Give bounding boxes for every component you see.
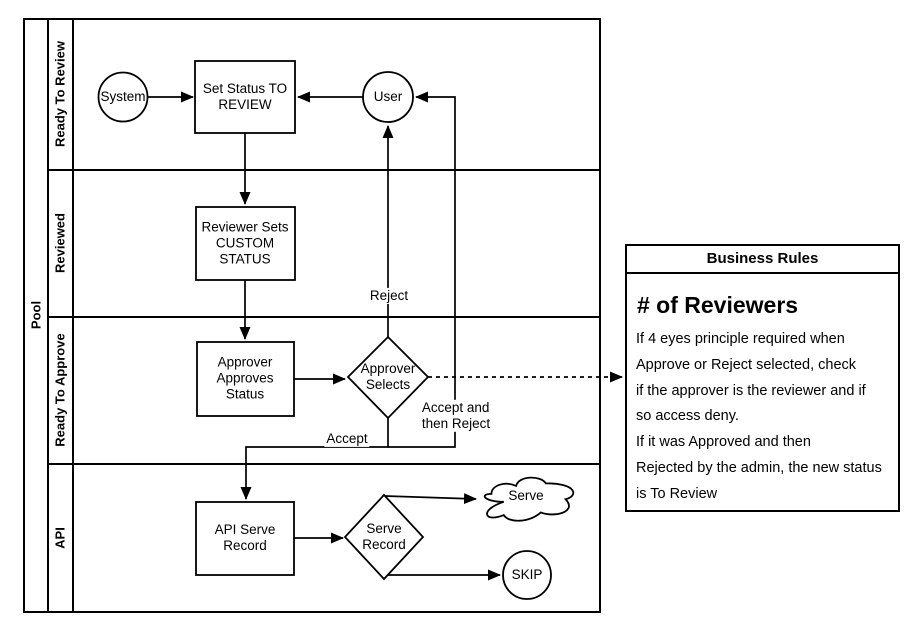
task-set-status-to-review[interactable] bbox=[194, 60, 296, 134]
event-system[interactable] bbox=[97, 71, 149, 123]
lane-label-ready-to-approve: Ready To Approve bbox=[52, 333, 68, 447]
edge-accept-to-api-serve bbox=[240, 418, 389, 500]
business-rules-panel[interactable]: Business Rules # of Reviewers If 4 eyes … bbox=[625, 244, 900, 512]
lane-label-reviewed: Reviewed bbox=[52, 213, 68, 273]
label-reviewer-sets: Reviewer Sets CUSTOM STATUS bbox=[201, 219, 289, 268]
label-api-serve: API Serve Record bbox=[214, 521, 276, 553]
lane-label-api: API bbox=[52, 527, 68, 549]
event-skip[interactable] bbox=[502, 550, 552, 600]
gateway-serve-record[interactable] bbox=[343, 493, 425, 581]
pool-frame bbox=[23, 18, 601, 613]
flow-label-reject: Reject bbox=[367, 287, 411, 305]
cloud-serve[interactable] bbox=[483, 476, 575, 522]
label-serve-cloud: Serve bbox=[508, 487, 544, 503]
business-rules-body: If 4 eyes principle required when Approv… bbox=[636, 331, 882, 502]
label-approver-approves: Approver Approves Status bbox=[216, 354, 274, 403]
flow-label-accept: Accept bbox=[324, 430, 370, 448]
lane-label-ready-to-review: Ready To Review bbox=[52, 41, 68, 147]
gateway-approver-selects[interactable] bbox=[346, 335, 430, 420]
label-user: User bbox=[373, 88, 403, 104]
task-api-serve-record[interactable] bbox=[195, 501, 295, 576]
pool-label: Pool bbox=[28, 300, 44, 330]
label-skip: SKIP bbox=[511, 566, 543, 582]
business-rules-content: # of Reviewers If 4 eyes principle requi… bbox=[627, 274, 898, 508]
pool-boundary bbox=[23, 18, 601, 613]
event-user[interactable] bbox=[362, 71, 414, 123]
label-set-status: Set Status TO REVIEW bbox=[202, 80, 288, 112]
flow-label-accept-then-reject: Accept and then Reject bbox=[419, 399, 493, 433]
task-approver-approves-status[interactable] bbox=[196, 341, 295, 417]
edge-accept-then-reject-to-user bbox=[388, 91, 456, 448]
business-rules-title: # of Reviewers bbox=[637, 292, 799, 318]
edge-serve-record-to-serve-cloud bbox=[384, 493, 477, 505]
business-rules-header: Business Rules bbox=[627, 246, 898, 274]
label-system: System bbox=[100, 88, 146, 104]
label-serve-record: Serve Record bbox=[362, 520, 406, 552]
task-reviewer-sets-custom-status[interactable] bbox=[195, 206, 296, 281]
label-approver-selects: Approver Selects bbox=[360, 360, 416, 392]
